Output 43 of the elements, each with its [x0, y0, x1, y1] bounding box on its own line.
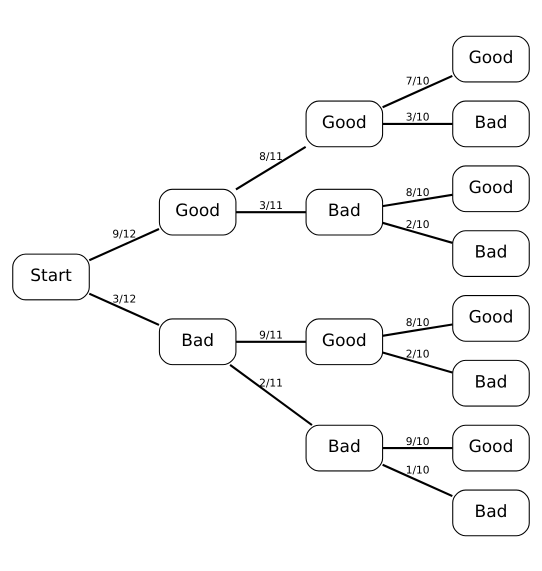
- node-box: Good: [306, 318, 384, 365]
- edge-label: 2/10: [406, 218, 430, 231]
- edge-label: 3/11: [259, 198, 283, 212]
- connector: [236, 210, 306, 213]
- node-box: Bad: [452, 230, 530, 276]
- connector: [88, 228, 160, 261]
- node-box: Bad: [452, 359, 530, 406]
- node-box: Bad: [306, 188, 384, 236]
- edge-label: 3/10: [406, 110, 430, 124]
- node-box: Good: [452, 424, 530, 471]
- connector: [382, 74, 453, 108]
- node-box: Good: [306, 100, 384, 147]
- node-box: Bad: [452, 100, 530, 147]
- edge-label: 8/10: [406, 186, 430, 199]
- edge-label: 9/10: [406, 434, 430, 448]
- node-box: Good: [452, 294, 530, 342]
- connector: [382, 221, 453, 244]
- node-box: Good: [452, 35, 530, 82]
- connector: [382, 463, 453, 496]
- node-box: Bad: [158, 318, 236, 365]
- edge-label: 3/12: [112, 292, 136, 305]
- edge-label: 8/11: [259, 150, 283, 163]
- node-box: Start: [12, 253, 90, 300]
- edge-label: 8/10: [406, 315, 430, 328]
- connector: [382, 322, 452, 336]
- node-box: Bad: [452, 489, 530, 536]
- edge-label: 9/11: [259, 328, 283, 342]
- node-box: Bad: [306, 424, 384, 471]
- node-box: Good: [452, 164, 530, 212]
- connector: [382, 193, 452, 207]
- edge-label: 7/10: [406, 74, 430, 88]
- connector: [382, 350, 453, 373]
- connector: [236, 340, 306, 342]
- connector: [382, 446, 452, 449]
- edge-label: 2/11: [259, 376, 283, 389]
- connector: [382, 122, 452, 124]
- edge-label: 2/10: [406, 347, 430, 360]
- connector: [229, 364, 313, 426]
- connector: [235, 145, 306, 190]
- node-box: Good: [158, 188, 236, 236]
- edge-label: 9/12: [112, 227, 136, 240]
- edge-label: 1/10: [406, 463, 430, 476]
- connector: [88, 292, 160, 326]
